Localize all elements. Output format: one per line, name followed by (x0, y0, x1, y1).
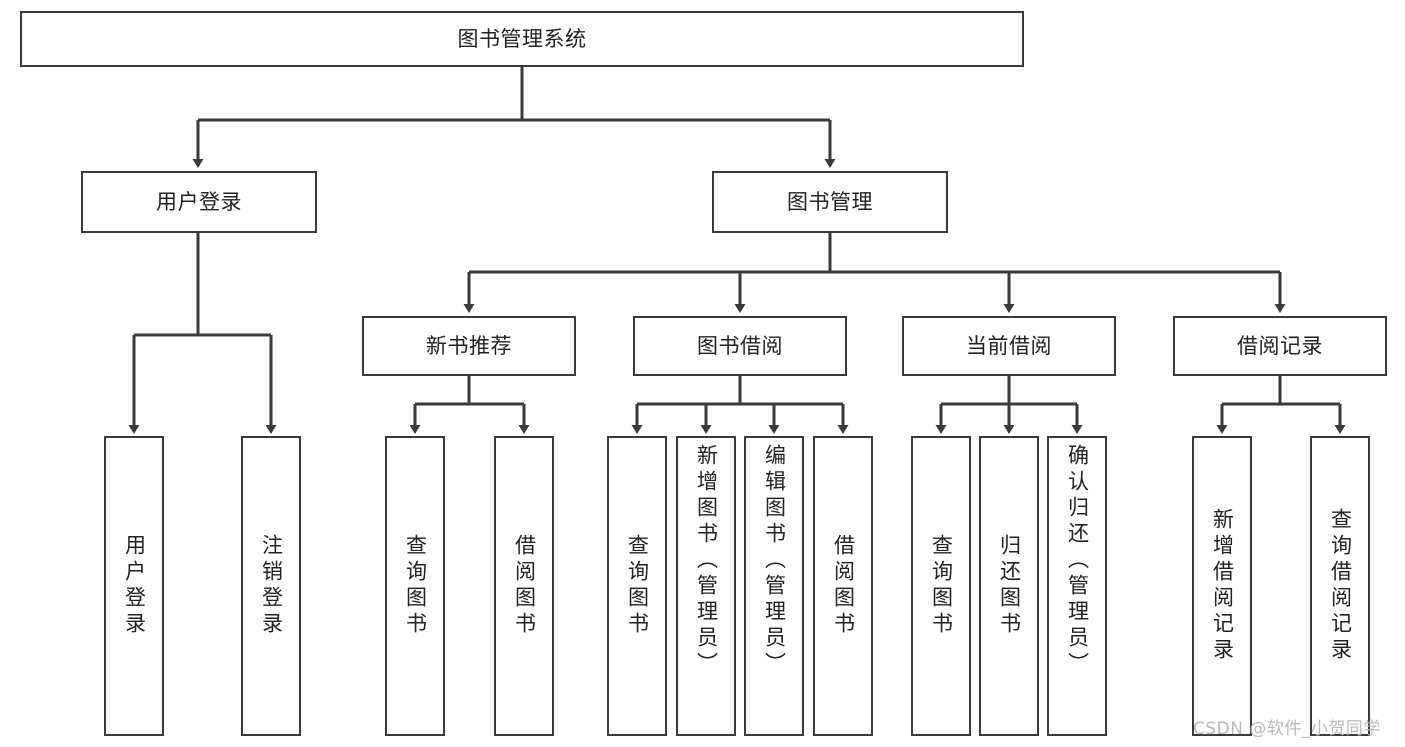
leaf-borrow-books-borrowing[interactable]: 借阅图书 (813, 436, 873, 736)
node-label: 查询图书 (403, 534, 428, 638)
leaf-query-books-current[interactable]: 查询图书 (911, 436, 971, 736)
node-label: 注销登录 (259, 534, 284, 638)
leaf-edit-book-admin[interactable]: 编辑图书（管理员） (744, 436, 804, 736)
node-label: 编辑图书（管理员） (762, 444, 787, 678)
leaf-confirm-return-admin[interactable]: 确认归还（管理员） (1047, 436, 1107, 736)
leaf-add-borrowing-record[interactable]: 新增借阅记录 (1192, 436, 1252, 736)
node-label: 图书管理系统 (457, 26, 587, 51)
leaf-add-book-admin[interactable]: 新增图书（管理员） (676, 436, 736, 736)
leaf-query-borrowing-record[interactable]: 查询借阅记录 (1310, 436, 1370, 736)
node-label: 确认归还（管理员） (1065, 444, 1090, 678)
node-borrowing-record[interactable]: 借阅记录 (1173, 316, 1387, 376)
node-root-book-management-system[interactable]: 图书管理系统 (20, 11, 1024, 67)
node-user-login[interactable]: 用户登录 (81, 171, 317, 233)
node-new-book-recommendation[interactable]: 新书推荐 (362, 316, 576, 376)
node-label: 查询图书 (929, 534, 954, 638)
node-label: 查询图书 (625, 534, 650, 638)
node-label: 用户登录 (122, 534, 147, 638)
node-book-management[interactable]: 图书管理 (712, 171, 948, 233)
node-current-borrowing[interactable]: 当前借阅 (902, 316, 1116, 376)
leaf-return-books[interactable]: 归还图书 (979, 436, 1039, 736)
leaf-query-books-borrowing[interactable]: 查询图书 (607, 436, 667, 736)
node-label: 借阅图书 (512, 534, 537, 638)
node-label: 新书推荐 (426, 333, 512, 358)
node-book-borrowing[interactable]: 图书借阅 (633, 316, 847, 376)
node-label: 新增借阅记录 (1210, 508, 1235, 664)
leaf-query-books-new-book[interactable]: 查询图书 (385, 436, 445, 736)
leaf-borrow-books-new-book[interactable]: 借阅图书 (494, 436, 554, 736)
node-label: 用户登录 (156, 189, 242, 214)
leaf-logout[interactable]: 注销登录 (241, 436, 301, 736)
leaf-user-login[interactable]: 用户登录 (104, 436, 164, 736)
node-label: 新增图书（管理员） (694, 444, 719, 678)
node-label: 借阅记录 (1237, 333, 1323, 358)
node-label: 图书借阅 (697, 333, 783, 358)
node-label: 当前借阅 (966, 333, 1052, 358)
node-label: 归还图书 (997, 534, 1022, 638)
node-label: 查询借阅记录 (1328, 508, 1353, 664)
node-label: 图书管理 (787, 189, 873, 214)
node-label: 借阅图书 (831, 534, 856, 638)
